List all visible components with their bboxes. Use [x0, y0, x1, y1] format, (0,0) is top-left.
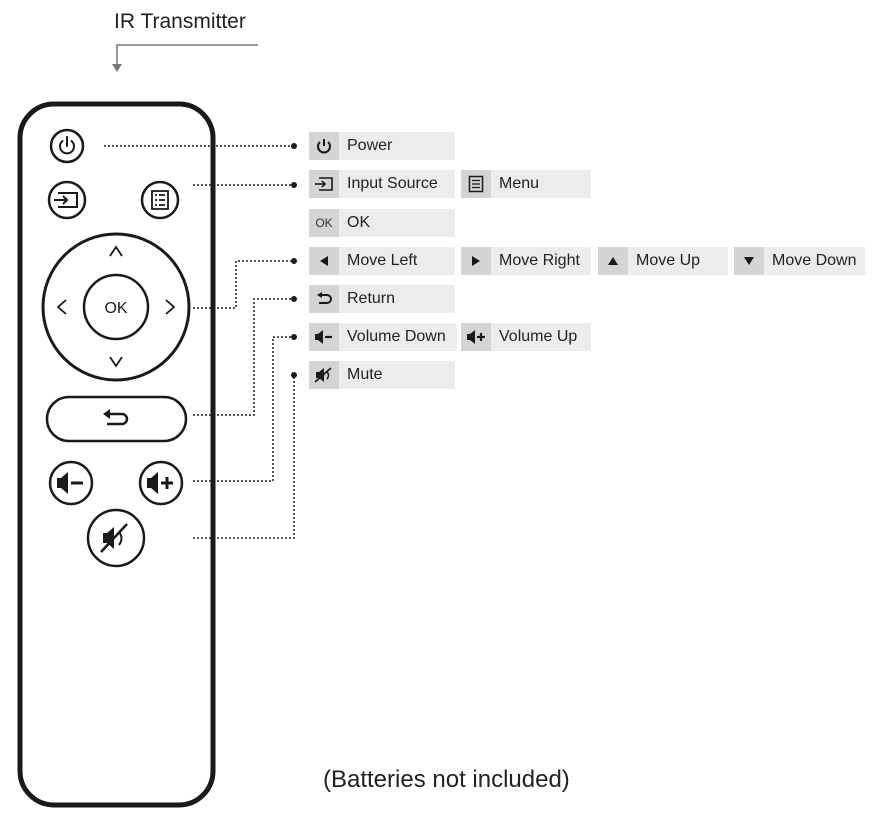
volume-down-button[interactable]	[48, 460, 94, 506]
dpad-right-button[interactable]	[165, 299, 176, 315]
chevron-down-icon	[109, 356, 123, 368]
volume-up-button[interactable]	[138, 460, 184, 506]
triangle-left-icon	[309, 247, 339, 275]
mute-icon	[100, 523, 128, 553]
dpad-up-button[interactable]	[109, 245, 123, 257]
legend-volume-up-label: Volume Up	[491, 323, 591, 351]
legend-move-up: Move Up	[598, 247, 728, 275]
legend-volume-down: Volume Down	[309, 323, 457, 351]
legend-ok-label: OK	[339, 209, 455, 237]
ok-button[interactable]: OK	[82, 273, 150, 341]
legend-move-up-label: Move Up	[628, 247, 728, 275]
legend-mute-label: Mute	[339, 361, 455, 389]
leader-dots	[291, 143, 297, 378]
legend-move-left-label: Move Left	[339, 247, 455, 275]
remote-body	[17, 101, 216, 808]
ir-transmitter-label: IR Transmitter	[114, 10, 246, 33]
ok-icon: OK	[309, 209, 339, 237]
batteries-note: (Batteries not included)	[323, 766, 570, 793]
legend-move-right: Move Right	[461, 247, 591, 275]
volume-down-icon	[309, 323, 339, 351]
triangle-right-icon	[461, 247, 491, 275]
chevron-up-icon	[109, 245, 123, 257]
legend-move-down: Move Down	[734, 247, 865, 275]
return-icon	[103, 409, 129, 426]
leader-dpad	[193, 260, 291, 309]
power-icon	[309, 132, 339, 160]
input-source-icon	[54, 192, 78, 208]
volume-down-icon	[57, 472, 83, 494]
menu-button[interactable]	[140, 180, 180, 220]
power-icon	[59, 136, 75, 155]
chevron-right-icon	[165, 299, 176, 315]
legend-power: Power	[309, 132, 455, 160]
ir-transmitter-arrow	[112, 44, 258, 72]
mute-button[interactable]	[86, 508, 146, 568]
legend-return-label: Return	[339, 285, 455, 313]
chevron-left-icon	[56, 299, 67, 315]
power-button[interactable]	[49, 128, 85, 164]
legend-move-right-label: Move Right	[491, 247, 591, 275]
leader-mute	[193, 375, 295, 539]
mute-icon	[309, 361, 339, 389]
legend-mute: Mute	[309, 361, 455, 389]
legend-volume-up: Volume Up	[461, 323, 591, 351]
legend-volume-down-label: Volume Down	[339, 323, 457, 351]
dpad-down-button[interactable]	[109, 356, 123, 368]
menu-icon	[151, 190, 169, 210]
legend-return: Return	[309, 285, 455, 313]
dpad-left-button[interactable]	[56, 299, 67, 315]
legend-input-source-label: Input Source	[339, 170, 455, 198]
legend-input-source: Input Source	[309, 170, 455, 198]
ok-icon-text: OK	[315, 216, 333, 230]
ok-button-label: OK	[104, 300, 127, 317]
legend-power-label: Power	[339, 132, 455, 160]
input-source-button[interactable]	[47, 180, 87, 220]
legend-ok: OK OK	[309, 209, 455, 237]
return-button[interactable]	[45, 395, 188, 443]
triangle-up-icon	[598, 247, 628, 275]
leader-lines	[104, 145, 295, 539]
volume-up-icon	[147, 472, 173, 494]
triangle-down-icon	[734, 247, 764, 275]
legend-menu: Menu	[461, 170, 591, 198]
leader-volume	[193, 336, 291, 482]
legend-menu-label: Menu	[491, 170, 591, 198]
return-icon	[309, 285, 339, 313]
legend-move-left: Move Left	[309, 247, 455, 275]
input-source-icon	[309, 170, 339, 198]
volume-up-icon	[461, 323, 491, 351]
legend-move-down-label: Move Down	[764, 247, 865, 275]
menu-icon	[461, 170, 491, 198]
